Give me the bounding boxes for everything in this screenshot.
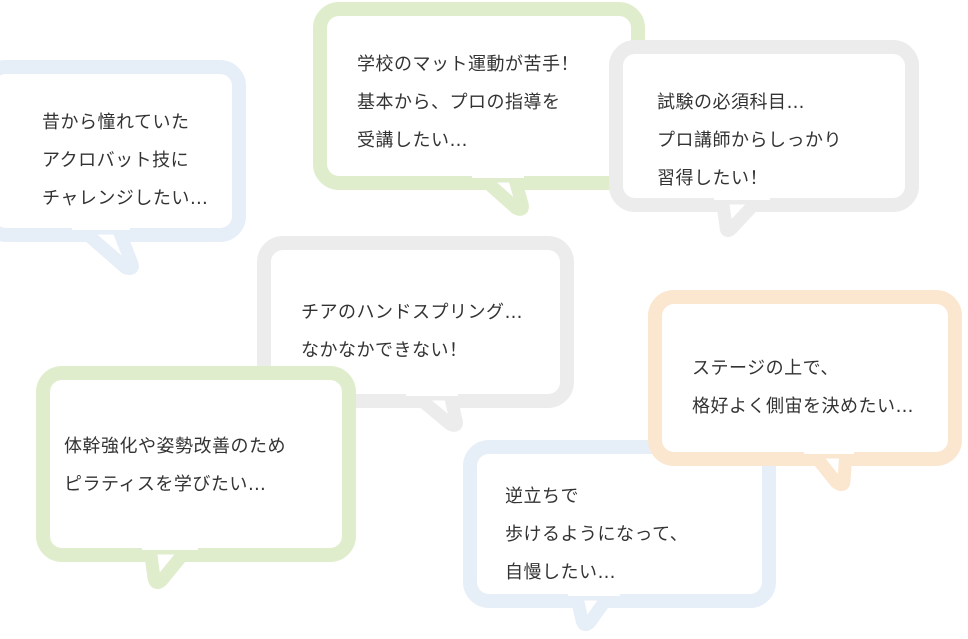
bubble-text: 試験の必須科目… プロ講師からしっかり 習得したい！ [657, 84, 842, 198]
bubble-line: ピラティスを学びたい… [64, 474, 267, 495]
bubble-line: アクロバット技に [42, 150, 190, 171]
bubble-line: 昔から憧れていた [42, 112, 190, 133]
bubble-line: 習得したい！ [657, 168, 768, 189]
bubble-line: 学校のマット運動が苦手！ [357, 54, 579, 75]
bubble-line: ステージの上で、 [692, 358, 839, 379]
bubble-tail-acrobat [72, 220, 139, 275]
bubble-line: 逆立ちで [505, 486, 579, 507]
bubble-line: チアのハンドスプリング… [301, 302, 523, 323]
bubble-text: チアのハンドスプリング… なかなかできない！ [301, 294, 523, 370]
bubble-tail-mat-exercise [472, 168, 529, 216]
bubble-line: なかなかできない！ [301, 340, 468, 361]
bubble-text: 逆立ちで 歩けるようになって、 自慢したい… [505, 478, 688, 592]
bubble-tail-cheer [406, 386, 463, 432]
speech-bubble-pilates: 体幹強化や姿勢改善のため ピラティスを学びたい… [36, 366, 356, 562]
speech-bubble-exam: 試験の必須科目… プロ講師からしっかり 習得したい！ [609, 40, 919, 212]
bubble-line: チャレンジしたい… [42, 188, 209, 209]
bubble-line: 自慢したい… [505, 562, 616, 583]
bubble-line: 体幹強化や姿勢改善のため [64, 436, 286, 457]
bubble-line: 格好よく側宙を決めたい… [692, 396, 914, 417]
bubble-line: 試験の必須科目… [657, 92, 805, 113]
bubble-text: 学校のマット運動が苦手！ 基本から、プロの指導を 受講したい… [357, 46, 579, 160]
speech-bubble-side-flip: ステージの上で、 格好よく側宙を決めたい… [648, 290, 962, 466]
bubble-tail-pilates [142, 540, 198, 590]
bubble-tail-exam [714, 190, 770, 238]
bubble-tail-handstand [568, 586, 620, 632]
bubble-text: 体幹強化や姿勢改善のため ピラティスを学びたい… [64, 428, 286, 504]
bubble-line: 歩けるようになって、 [505, 524, 689, 545]
speech-bubble-acrobat: 昔から憧れていた アクロバット技に チャレンジしたい… [0, 60, 246, 242]
bubble-line: 受講したい… [357, 130, 468, 151]
bubble-tail-side-flip [804, 444, 854, 492]
bubble-line: プロ講師からしっかり [657, 130, 842, 151]
bubble-line: 基本から、プロの指導を [357, 92, 561, 113]
bubble-text: 昔から憧れていた アクロバット技に チャレンジしたい… [42, 104, 208, 218]
speech-bubble-mat-exercise: 学校のマット運動が苦手！ 基本から、プロの指導を 受講したい… [313, 2, 645, 190]
bubble-text: ステージの上で、 格好よく側宙を決めたい… [692, 350, 914, 426]
